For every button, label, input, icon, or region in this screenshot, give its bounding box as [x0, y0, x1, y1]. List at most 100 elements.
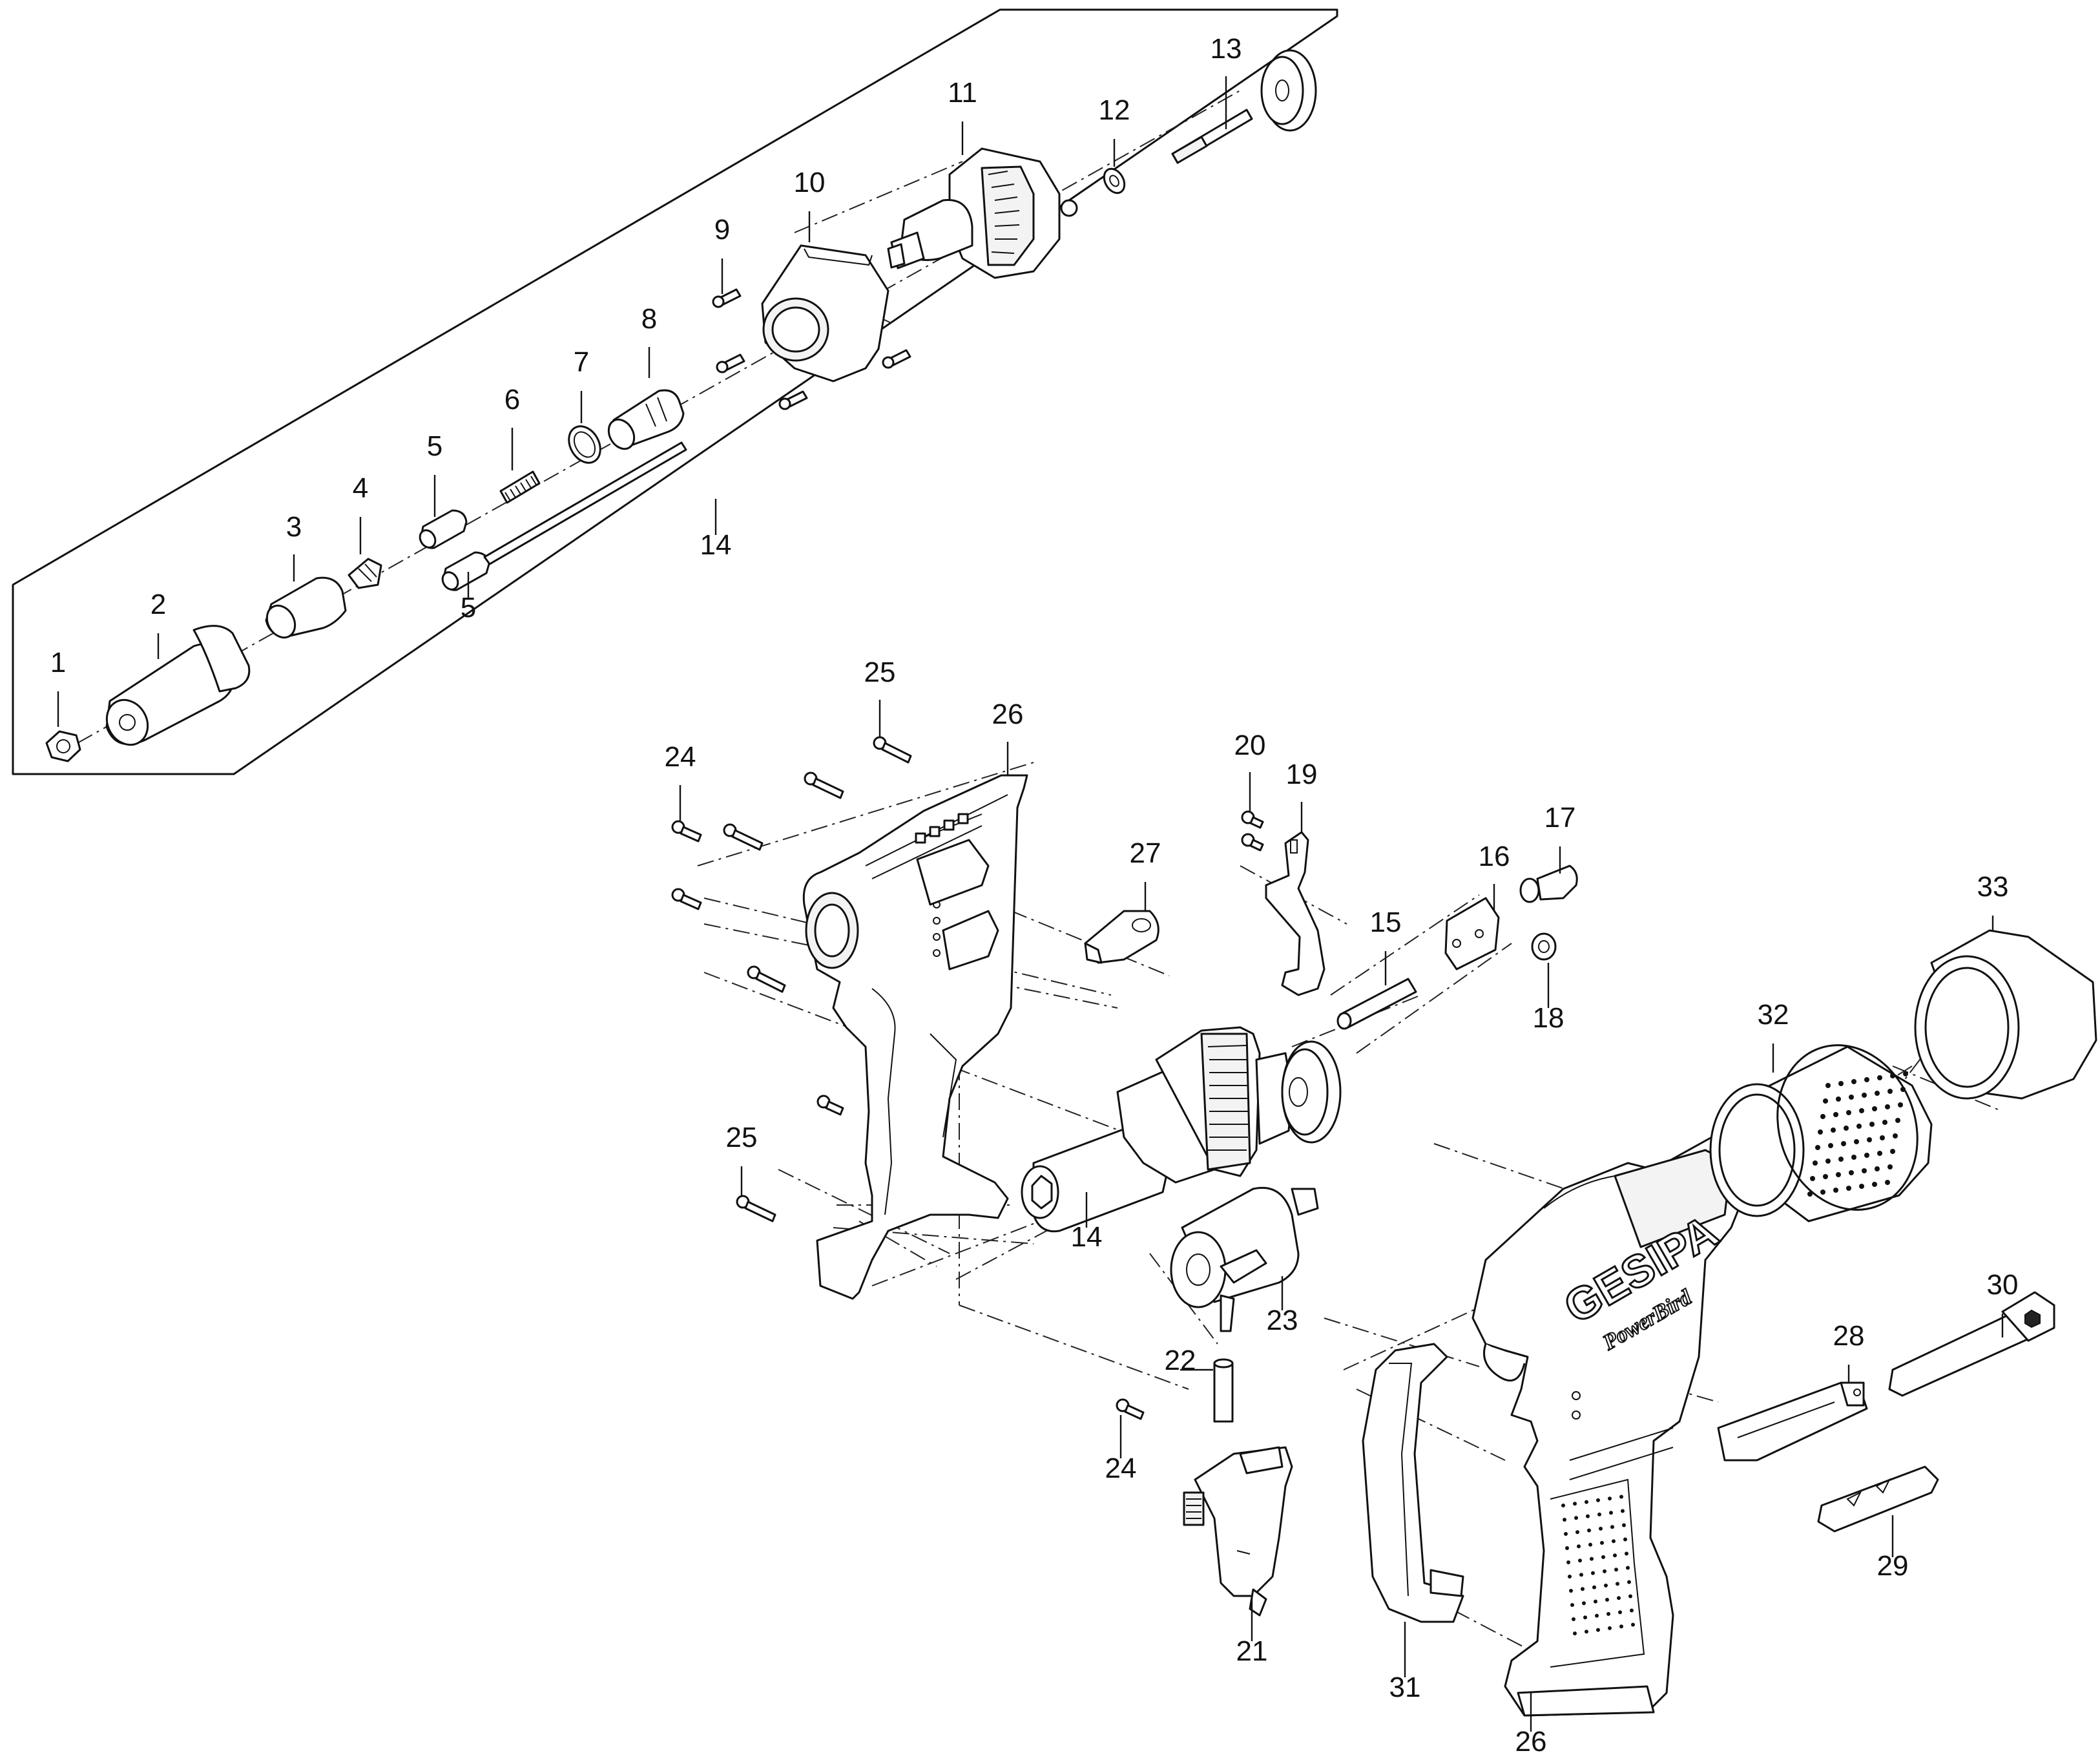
subassembly-frame	[12, 8, 1338, 775]
part-number-label: 31	[1389, 1672, 1421, 1703]
texture-dot	[1825, 1159, 1831, 1164]
texture-dot	[1612, 1539, 1616, 1544]
part-5-sleeve-lower	[441, 551, 490, 591]
part-17-knob	[1519, 865, 1578, 903]
texture-dot	[1566, 1560, 1570, 1564]
texture-dot	[1880, 1135, 1885, 1140]
part-number-label: 3	[286, 511, 302, 543]
texture-dot	[1596, 1498, 1600, 1502]
texture-dot	[1577, 1544, 1581, 1549]
texture-dot	[1885, 1180, 1890, 1185]
callouts: 1234556789101112131414151617181920212223…	[50, 33, 2019, 1757]
axis-10-11	[794, 161, 963, 233]
part-19-bracket	[1265, 831, 1325, 996]
texture-dot	[1887, 1164, 1893, 1169]
part-31-grip-handle	[1362, 1343, 1464, 1623]
texture-dot	[1608, 1496, 1612, 1501]
part-21-switch	[1183, 1446, 1293, 1617]
texture-dot	[1895, 1118, 1900, 1123]
part-16-plate	[1444, 897, 1500, 970]
part-13-spindle-gear	[1171, 49, 1317, 164]
texture-dot	[1864, 1153, 1869, 1158]
part-number-label: 4	[353, 472, 368, 504]
part-number-label: 26	[992, 698, 1024, 730]
texture-dot	[1628, 1594, 1632, 1599]
part-12-washer	[1103, 167, 1126, 194]
texture-dot	[1846, 1186, 1851, 1191]
texture-dot	[1823, 1098, 1828, 1104]
texture-dot	[1875, 1091, 1880, 1096]
part-number-label: 25	[726, 1122, 758, 1153]
texture-dot	[1813, 1160, 1818, 1166]
texture-dot	[1625, 1551, 1628, 1556]
texture-dot	[1836, 1172, 1841, 1177]
part-number-label: 13	[1211, 33, 1242, 65]
part-number-label: 5	[461, 592, 476, 624]
texture-dot	[1898, 1102, 1903, 1107]
texture-dot	[1594, 1599, 1597, 1604]
part-number-label: 33	[1977, 871, 2009, 903]
part-number-label: 25	[864, 656, 896, 688]
texture-dot	[1564, 1532, 1568, 1536]
texture-dot	[1596, 1628, 1600, 1632]
texture-dot	[1815, 1145, 1820, 1150]
part-14-pull-rod	[483, 441, 687, 565]
texture-dot	[1877, 1075, 1882, 1080]
part-2-nose-housing	[105, 625, 251, 746]
texture-dot	[1621, 1509, 1625, 1513]
texture-dot	[1581, 1587, 1585, 1591]
texture-dot	[1862, 1168, 1867, 1173]
part-23-motor	[1170, 1186, 1319, 1332]
texture-dot	[1603, 1569, 1606, 1573]
part-9-screws	[712, 288, 911, 410]
part-number-label: 12	[1099, 94, 1130, 126]
texture-dot	[1854, 1139, 1859, 1144]
texture-dot	[1609, 1511, 1613, 1515]
texture-dot	[1882, 1120, 1887, 1125]
part-33-end-cap	[1914, 929, 2097, 1100]
texture-dot	[1823, 1174, 1828, 1179]
texture-dot	[1582, 1601, 1586, 1606]
part-5-sleeve-upper	[419, 509, 468, 549]
texture-dot	[1599, 1526, 1603, 1531]
texture-dot	[1869, 1122, 1875, 1127]
texture-dot	[1890, 1073, 1895, 1078]
part-number-label: 22	[1165, 1345, 1196, 1376]
part-number-label: 9	[714, 214, 730, 246]
part-number-label: 15	[1370, 907, 1402, 938]
texture-dot	[1846, 1110, 1851, 1115]
part-number-label: 7	[574, 346, 589, 378]
part-number-label: 32	[1758, 999, 1789, 1031]
texture-dot	[1859, 1108, 1864, 1113]
texture-dot	[1619, 1624, 1623, 1629]
texture-dot	[1623, 1537, 1627, 1542]
part-number-label: 29	[1877, 1550, 1909, 1582]
part-number-label: 16	[1479, 841, 1510, 872]
part-number-label: 24	[1105, 1453, 1137, 1484]
part-number-label: 20	[1234, 729, 1266, 761]
texture-dot	[1606, 1611, 1610, 1616]
texture-dot	[1807, 1191, 1813, 1197]
texture-dot	[1573, 1631, 1577, 1635]
texture-dot	[1565, 1546, 1569, 1550]
part-4-jaws	[348, 558, 382, 589]
part-number-label: 23	[1267, 1305, 1298, 1336]
texture-dot	[1572, 1617, 1575, 1621]
texture-dot	[1583, 1615, 1587, 1620]
texture-dot	[1573, 1502, 1577, 1506]
texture-dot	[1592, 1585, 1596, 1589]
part-6-spring	[499, 470, 541, 504]
part-number-label: 14	[700, 529, 732, 561]
part-15-pin	[1336, 978, 1417, 1030]
texture-dot	[1862, 1093, 1867, 1098]
texture-dot	[1890, 1149, 1895, 1154]
texture-dot	[1586, 1514, 1590, 1518]
texture-dot	[1885, 1104, 1890, 1109]
part-number-label: 17	[1544, 802, 1576, 834]
texture-dot	[1859, 1184, 1864, 1189]
texture-dot	[1893, 1133, 1898, 1138]
texture-dot	[1590, 1557, 1594, 1561]
texture-dot	[1887, 1089, 1893, 1094]
part-number-label: 27	[1130, 837, 1161, 869]
